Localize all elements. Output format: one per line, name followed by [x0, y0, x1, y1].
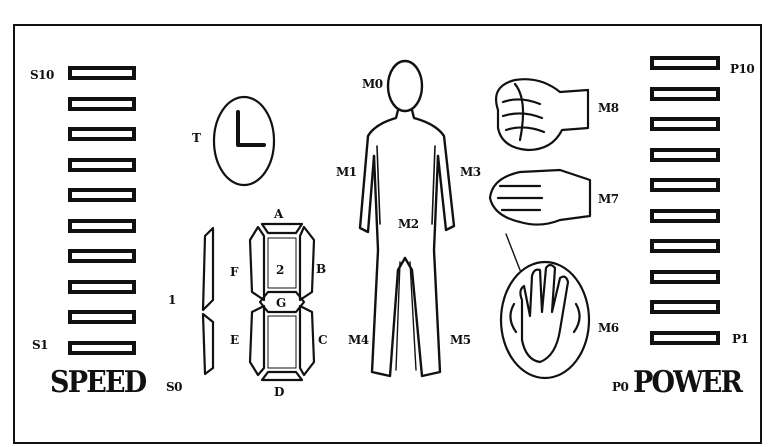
- zone-head-label: M0: [362, 77, 383, 91]
- mode-palm-label: M6: [598, 321, 619, 335]
- zone-torso-label: M2: [398, 217, 419, 231]
- zone-left-leg-label: M4: [348, 333, 369, 347]
- digit-one-label: 1: [168, 293, 176, 307]
- power-bar-segment: [650, 56, 720, 70]
- speed-bar-segment: [68, 310, 136, 324]
- speed-bar-segment: [68, 340, 136, 355]
- speed-bar-segment: [68, 127, 136, 141]
- segment-d-label: D: [274, 385, 284, 399]
- kneading-hand-icon: [494, 78, 590, 152]
- segment-f-label: F: [230, 265, 239, 279]
- power-bar-graph: [650, 56, 722, 350]
- power-bottom-label: P1: [732, 332, 749, 346]
- segment-c-label: C: [318, 333, 328, 347]
- display-panel: [13, 24, 762, 444]
- segment-e-label: E: [230, 333, 239, 347]
- power-bar-segment: [650, 178, 720, 192]
- power-bar-segment: [650, 208, 720, 223]
- speed-top-label: S10: [30, 68, 54, 82]
- power-top-label: P10: [730, 62, 755, 76]
- power-bar-segment: [650, 300, 720, 314]
- power-bar-segment: [650, 117, 720, 131]
- mode-tap-label: M7: [598, 192, 619, 206]
- speed-bar-graph: [68, 66, 138, 356]
- mode-knead-label: M8: [598, 101, 619, 115]
- digit-two-label: 2: [276, 263, 284, 277]
- speed-bar-segment: [68, 96, 136, 111]
- power-bar-segment: [650, 147, 720, 162]
- speed-bar-segment: [68, 188, 136, 202]
- speed-bar-segment: [68, 66, 136, 80]
- digit-one-segments: [201, 226, 215, 376]
- power-bar-segment: [650, 269, 720, 284]
- power-title: POWER: [633, 365, 743, 400]
- speed-title: SPEED: [50, 365, 147, 400]
- speed-bottom-label: S1: [32, 338, 49, 352]
- timer-label: T: [192, 131, 201, 145]
- human-figure-icon: [358, 59, 456, 378]
- segment-g-label: G: [276, 296, 286, 310]
- zone-left-arm-label: M1: [336, 165, 357, 179]
- seven-segment-digit: [248, 222, 316, 382]
- speed-bar-segment: [68, 279, 136, 294]
- segment-b-label: B: [316, 262, 326, 276]
- power-bar-segment: [650, 239, 720, 253]
- clock-icon: [212, 95, 276, 187]
- zone-right-arm-label: M3: [460, 165, 481, 179]
- speed-bar-segment: [68, 218, 136, 233]
- zone-right-leg-label: M5: [450, 333, 471, 347]
- power-bar-segment: [650, 86, 720, 101]
- speed-bar-segment: [68, 249, 136, 263]
- palm-press-icon: [499, 233, 591, 380]
- speed-bar-segment: [68, 157, 136, 172]
- power-zero-label: P0: [612, 380, 629, 394]
- tapping-hand-icon: [488, 168, 592, 226]
- speed-zero-label: S0: [166, 380, 183, 394]
- segment-a-label: A: [274, 207, 283, 221]
- power-bar-segment: [650, 330, 720, 345]
